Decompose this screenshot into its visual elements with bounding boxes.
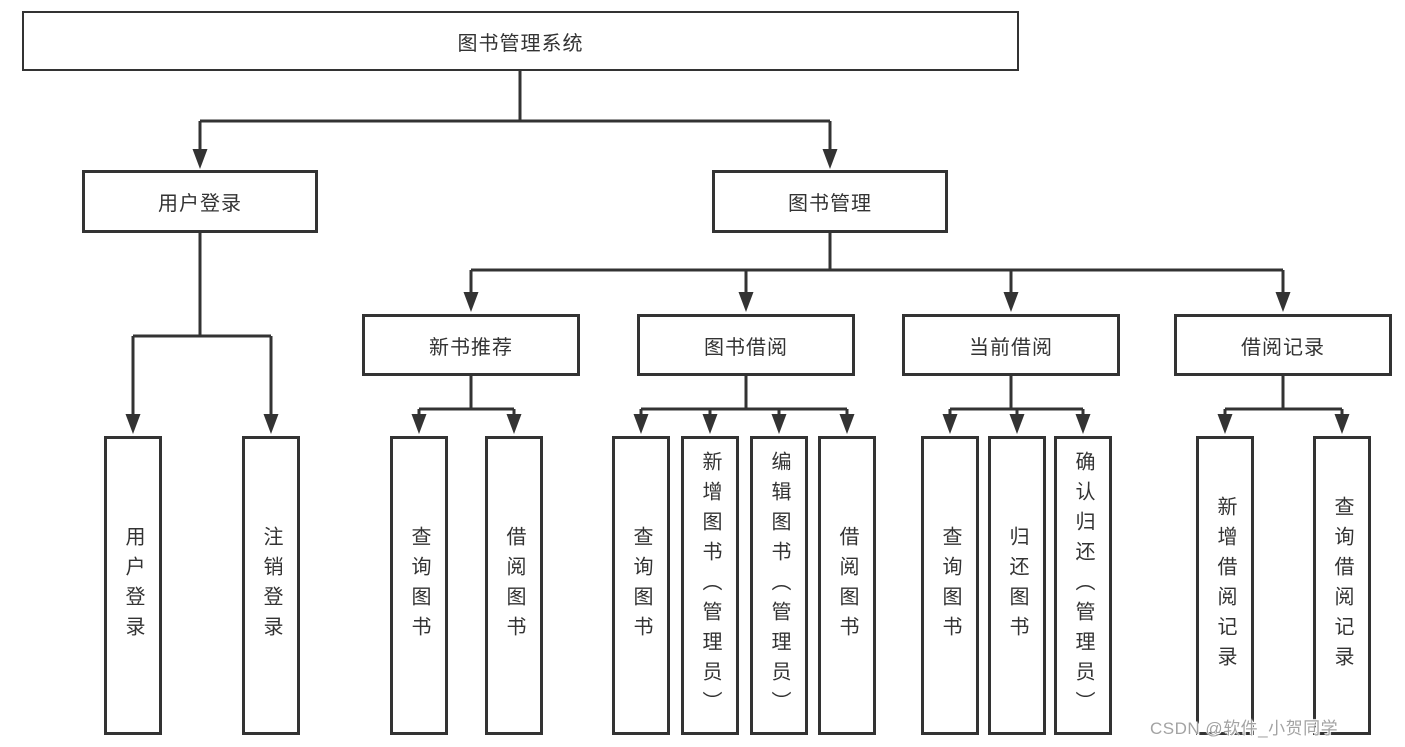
arrowhead-down-icon <box>942 414 958 434</box>
node-label: 确认归还（管理员） <box>1072 450 1094 721</box>
connector-book-management-to-level3 <box>463 233 1291 312</box>
node-label: 用户登录 <box>158 193 242 215</box>
leaf-add-borrow-record: 新增借阅记录 <box>1196 436 1254 735</box>
csdn-watermark: CSDN @软件_小贺同学 <box>1150 719 1339 738</box>
node-label: 归还图书 <box>1006 525 1028 646</box>
arrowhead-down-icon <box>702 414 718 434</box>
node-book-management: 图书管理 <box>712 170 948 233</box>
node-borrowing-records: 借阅记录 <box>1174 314 1392 376</box>
connector-line <box>639 376 849 420</box>
connector-current-borrowing-to-leaves <box>942 376 1091 434</box>
node-new-book-recommend: 新书推荐 <box>362 314 580 376</box>
node-label: 借阅记录 <box>1241 336 1325 359</box>
arrowhead-down-icon <box>506 414 522 434</box>
connector-book-borrowing-to-leaves <box>633 376 855 434</box>
connector-line <box>469 233 1285 296</box>
leaf-edit-book-admin: 编辑图书（管理员） <box>750 436 808 735</box>
leaf-query-books-recommend: 查询图书 <box>390 436 448 735</box>
arrowhead-down-icon <box>263 414 279 434</box>
arrowhead-down-icon <box>192 149 208 169</box>
leaf-borrow-books-borrowing: 借阅图书 <box>818 436 876 735</box>
arrowhead-down-icon <box>839 414 855 434</box>
node-label: 图书管理系统 <box>457 32 584 55</box>
arrowhead-down-icon <box>125 414 141 434</box>
leaf-return-book: 归还图书 <box>988 436 1046 735</box>
arrowhead-down-icon <box>1334 414 1350 434</box>
node-label: 当前借阅 <box>969 336 1053 359</box>
arrowhead-down-icon <box>1217 414 1233 434</box>
node-label: 查询图书 <box>939 525 961 646</box>
node-label: 查询借阅记录 <box>1331 495 1353 676</box>
arrowhead-down-icon <box>771 414 787 434</box>
arrowhead-down-icon <box>633 414 649 434</box>
arrowhead-down-icon <box>463 292 479 312</box>
connector-borrowing-records-to-leaves <box>1217 376 1350 434</box>
arrowhead-down-icon <box>1075 414 1091 434</box>
arrowhead-down-icon <box>822 149 838 169</box>
arrowhead-down-icon <box>1003 292 1019 312</box>
leaf-user-login: 用户登录 <box>104 436 162 735</box>
connector-line <box>198 71 832 152</box>
node-label: 新增图书（管理员） <box>699 450 721 721</box>
arrowhead-down-icon <box>738 292 754 312</box>
node-label: 图书管理 <box>788 193 872 215</box>
node-label: 注销登录 <box>260 525 282 646</box>
node-current-borrowing: 当前借阅 <box>902 314 1120 376</box>
node-label: 新书推荐 <box>429 336 513 359</box>
node-label: 图书借阅 <box>704 336 788 359</box>
leaf-query-borrow-record: 查询借阅记录 <box>1313 436 1371 735</box>
connector-line <box>1223 376 1344 420</box>
node-label: 借阅图书 <box>836 525 858 646</box>
leaf-query-books-borrowing: 查询图书 <box>612 436 670 735</box>
node-book-borrowing: 图书借阅 <box>637 314 855 376</box>
connector-user-login-to-leaves <box>125 233 279 434</box>
connector-line <box>948 376 1085 420</box>
arrowhead-down-icon <box>411 414 427 434</box>
leaf-confirm-return-admin: 确认归还（管理员） <box>1054 436 1112 735</box>
node-label: 查询图书 <box>630 525 652 646</box>
node-label: 借阅图书 <box>503 525 525 646</box>
node-label: 编辑图书（管理员） <box>768 450 790 721</box>
leaf-borrow-books-recommend: 借阅图书 <box>485 436 543 735</box>
node-label: 用户登录 <box>122 525 144 646</box>
arrowhead-down-icon <box>1275 292 1291 312</box>
connector-line <box>131 233 273 418</box>
connector-line <box>417 376 516 420</box>
node-label: 查询图书 <box>408 525 430 646</box>
node-label: 新增借阅记录 <box>1214 495 1236 676</box>
node-root-system: 图书管理系统 <box>22 11 1019 71</box>
arrowhead-down-icon <box>1009 414 1025 434</box>
connector-new-book-recommend-to-leaves <box>411 376 522 434</box>
node-user-login: 用户登录 <box>82 170 318 233</box>
leaf-add-book-admin: 新增图书（管理员） <box>681 436 739 735</box>
leaf-query-books-current: 查询图书 <box>921 436 979 735</box>
leaf-logout: 注销登录 <box>242 436 300 735</box>
connector-root-to-level2 <box>192 71 838 169</box>
